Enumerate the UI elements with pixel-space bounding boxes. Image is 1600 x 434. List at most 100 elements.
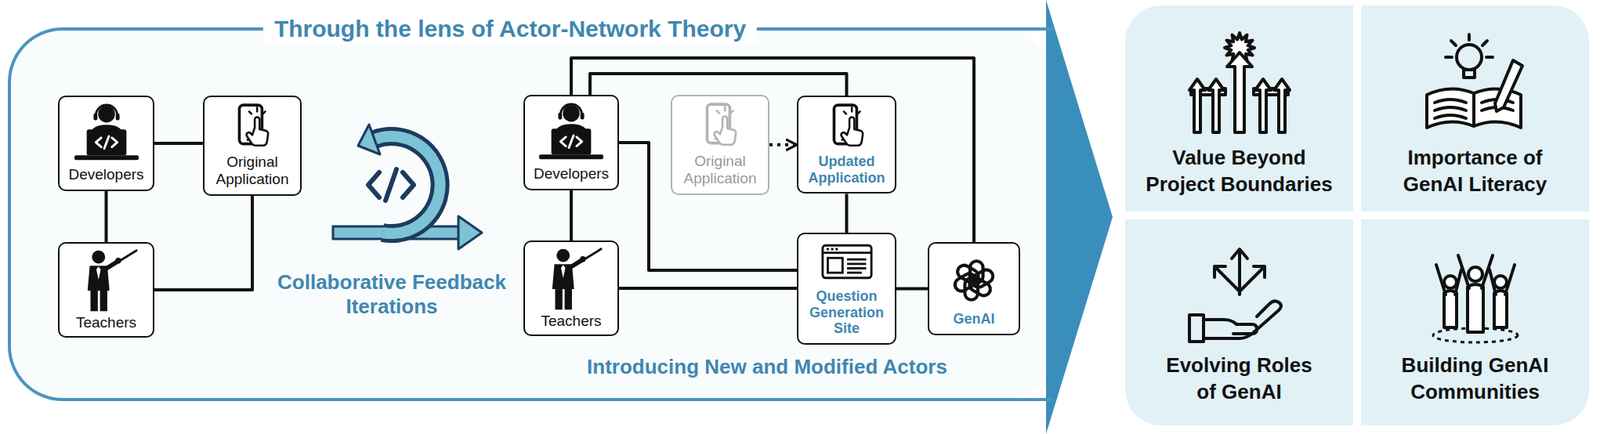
- actor-box: Teachers: [57, 242, 155, 338]
- node-label: Teachers: [540, 312, 601, 330]
- actor-icon: [532, 102, 611, 164]
- icon-part: [1463, 69, 1475, 78]
- actor-icon: [822, 103, 872, 153]
- icon-part: [847, 259, 867, 273]
- icon-part: [716, 106, 734, 113]
- icon-part: [116, 250, 136, 263]
- node-label: Building GenAI Communities: [1389, 352, 1562, 406]
- icon-part: [86, 129, 127, 156]
- iteration-loop-icon: [333, 124, 482, 250]
- icon-part: [1274, 79, 1290, 133]
- icon-part: [1255, 79, 1271, 133]
- icon-part: [560, 135, 582, 149]
- icon-part: [74, 155, 139, 160]
- node-label: Evolving Roles of GenAI: [1161, 352, 1318, 406]
- connector: [619, 286, 797, 290]
- actor-box: Teachers: [523, 240, 620, 337]
- connector: [154, 195, 253, 290]
- code-symbol: [368, 169, 414, 201]
- icon-part: [1227, 52, 1253, 133]
- icon-part: [1456, 44, 1482, 70]
- connector: [769, 143, 797, 147]
- connector: [569, 190, 573, 241]
- node-label: Question Generation Site: [803, 288, 891, 337]
- actor-box: GenAI: [927, 242, 1021, 336]
- loop-ring: [374, 136, 441, 234]
- icon-part: [115, 113, 120, 121]
- icon-part: [91, 250, 105, 265]
- icon-part: [539, 154, 604, 160]
- icon-part: [551, 128, 592, 155]
- icon-part: [1444, 275, 1457, 289]
- icon-part: [1489, 264, 1515, 328]
- icon-part: [1214, 266, 1240, 292]
- icon-part: [825, 247, 829, 250]
- icon-part: [843, 107, 860, 114]
- icon-part: [1239, 266, 1265, 292]
- node-label: GenAI: [952, 311, 995, 328]
- actor-icon: [1184, 242, 1295, 345]
- icon-part: [1189, 314, 1204, 342]
- icon-part: [582, 249, 601, 261]
- icon-part: [1436, 264, 1462, 328]
- icon-part: [1494, 275, 1507, 289]
- section-label: Collaborative Feedback Iterations: [270, 270, 514, 319]
- connector: [619, 142, 797, 271]
- transition-arrow: [1046, 0, 1113, 434]
- icon-part: [97, 105, 115, 123]
- icon-part: [1458, 255, 1493, 333]
- node-label: Developers: [68, 166, 144, 184]
- loop-ring-fill: [374, 136, 441, 234]
- icon-part: [95, 136, 117, 149]
- connector: [896, 287, 928, 291]
- icon-part: [1445, 34, 1493, 58]
- actor-box: Original Application: [670, 94, 770, 196]
- icon-part: [1468, 267, 1483, 282]
- actor-icon: [948, 254, 1000, 307]
- section-label: Introducing New and Modified Actors: [532, 354, 1003, 380]
- icon-part: [1208, 79, 1224, 133]
- icon-part: [570, 260, 583, 268]
- actor-box: Question Generation Site: [796, 232, 897, 345]
- actor-icon: [695, 102, 745, 152]
- icon-part: [246, 117, 269, 146]
- icon-part: [1203, 319, 1257, 334]
- icon-part: [561, 264, 566, 279]
- icon-part: [840, 117, 863, 146]
- actor-box: Original Application: [202, 95, 302, 196]
- theme-tile: Evolving Roles of GenAI: [1125, 219, 1354, 426]
- connector: [104, 191, 109, 243]
- actor-icon: [1184, 32, 1295, 134]
- node-label: Value Beyond Project Boundaries: [1140, 144, 1339, 198]
- icon-part: [580, 112, 585, 120]
- connector: [154, 141, 203, 145]
- loop-tail-head: [458, 216, 482, 250]
- actor-icon: [1420, 242, 1531, 345]
- icon-part: [557, 112, 562, 120]
- icon-part: [105, 261, 118, 269]
- icon-part: [1203, 300, 1282, 339]
- icon-part: [827, 257, 843, 273]
- icon-part: [95, 104, 117, 116]
- icon-part: [555, 289, 572, 310]
- icon-part: [1495, 60, 1523, 112]
- theme-tile: Value Beyond Project Boundaries: [1125, 5, 1354, 212]
- icon-part: [90, 290, 107, 312]
- actor-box: Developers: [57, 95, 155, 192]
- theme-tile: Importance of GenAI Literacy: [1361, 5, 1590, 212]
- panel-ground: [9, 28, 1054, 400]
- node-label: Importance of GenAI Literacy: [1389, 144, 1562, 198]
- actor-icon: [228, 103, 277, 153]
- icon-part: [93, 113, 98, 121]
- connector: [590, 73, 848, 96]
- panel-heading: Through the lens of Actor-Network Theory: [263, 14, 757, 44]
- icon-part: [835, 247, 838, 250]
- icon-part: [955, 263, 981, 286]
- icon-part: [556, 249, 570, 263]
- actor-icon: [73, 248, 140, 313]
- actor-icon: [67, 103, 146, 165]
- node-label: Original Application: [676, 152, 764, 188]
- icon-part: [1189, 79, 1206, 133]
- network-panel: Through the lens of Actor-Network Theory…: [7, 27, 1054, 402]
- node-label: Original Application: [209, 153, 296, 189]
